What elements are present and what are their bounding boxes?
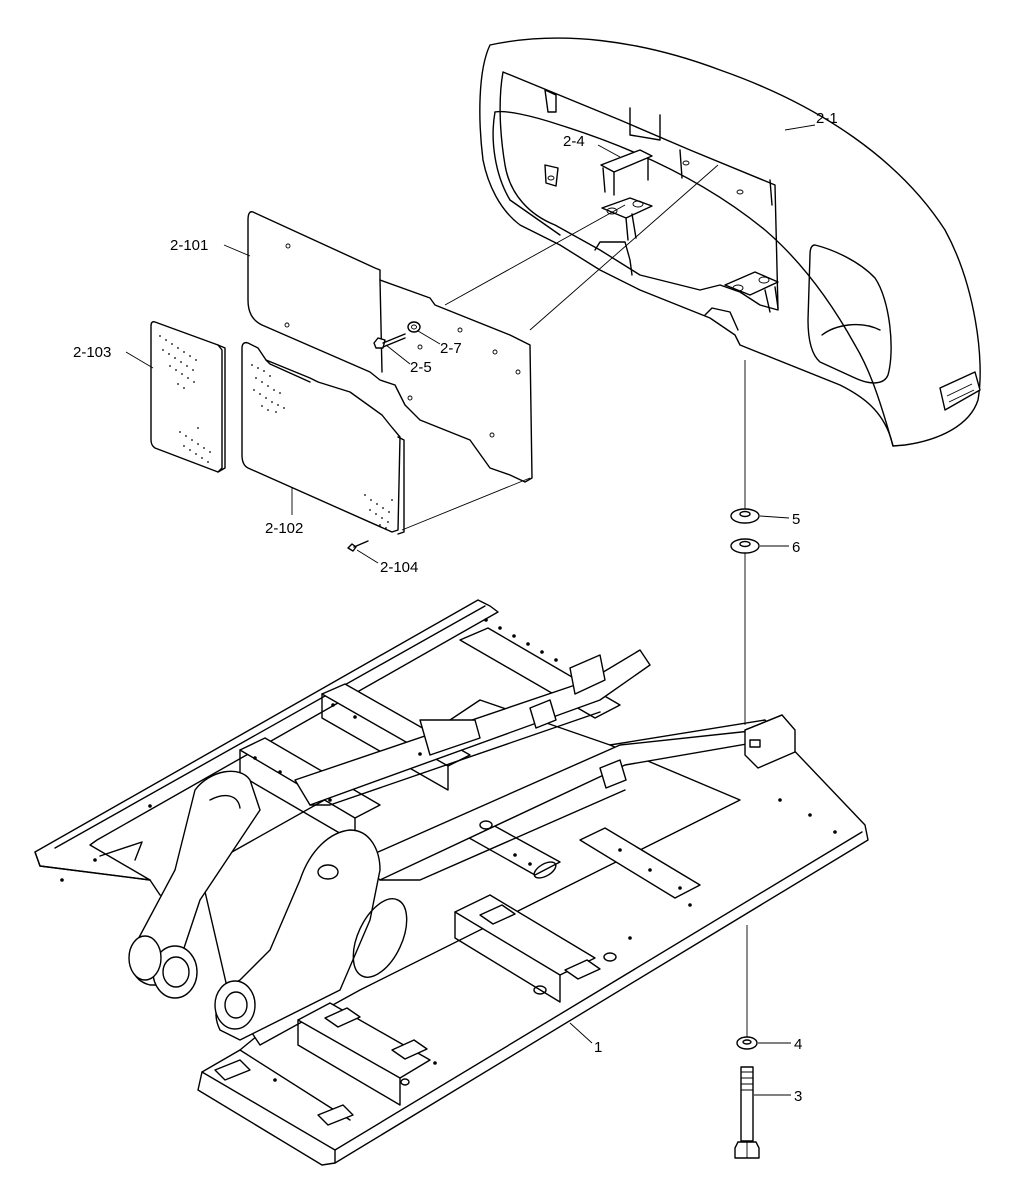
cover-pad-part xyxy=(241,341,405,552)
callout-2-5: 2-5 xyxy=(410,359,432,376)
washer-5-part xyxy=(730,508,760,524)
callout-2-104: 2-104 xyxy=(380,559,418,576)
callout-5: 5 xyxy=(792,511,800,528)
side-pad-part xyxy=(150,321,226,473)
counterweight-part xyxy=(479,37,981,447)
upper-frame-part xyxy=(34,599,869,1166)
leader-lines xyxy=(125,124,816,1096)
plate-part xyxy=(247,211,533,483)
texture-dots xyxy=(251,364,393,529)
callout-2-101: 2-101 xyxy=(170,237,208,254)
callout-6: 6 xyxy=(792,539,800,556)
assembly-lines xyxy=(401,164,748,1037)
bolt-3-part xyxy=(734,1066,760,1159)
callout-labels: 2-1 2-4 2-101 2-7 2-5 2-103 2-102 2-104 … xyxy=(73,110,838,1105)
callout-2-102: 2-102 xyxy=(265,520,303,537)
callout-1: 1 xyxy=(594,1039,602,1056)
washer-4-part xyxy=(736,1036,758,1050)
frame-holes xyxy=(60,618,837,1082)
callout-2-7: 2-7 xyxy=(440,340,462,357)
callout-2-103: 2-103 xyxy=(73,344,111,361)
callout-2-4: 2-4 xyxy=(563,133,585,150)
callout-3: 3 xyxy=(794,1088,802,1105)
washer-6-part xyxy=(730,538,760,554)
callout-4: 4 xyxy=(794,1036,802,1053)
callout-2-1: 2-1 xyxy=(816,110,838,127)
